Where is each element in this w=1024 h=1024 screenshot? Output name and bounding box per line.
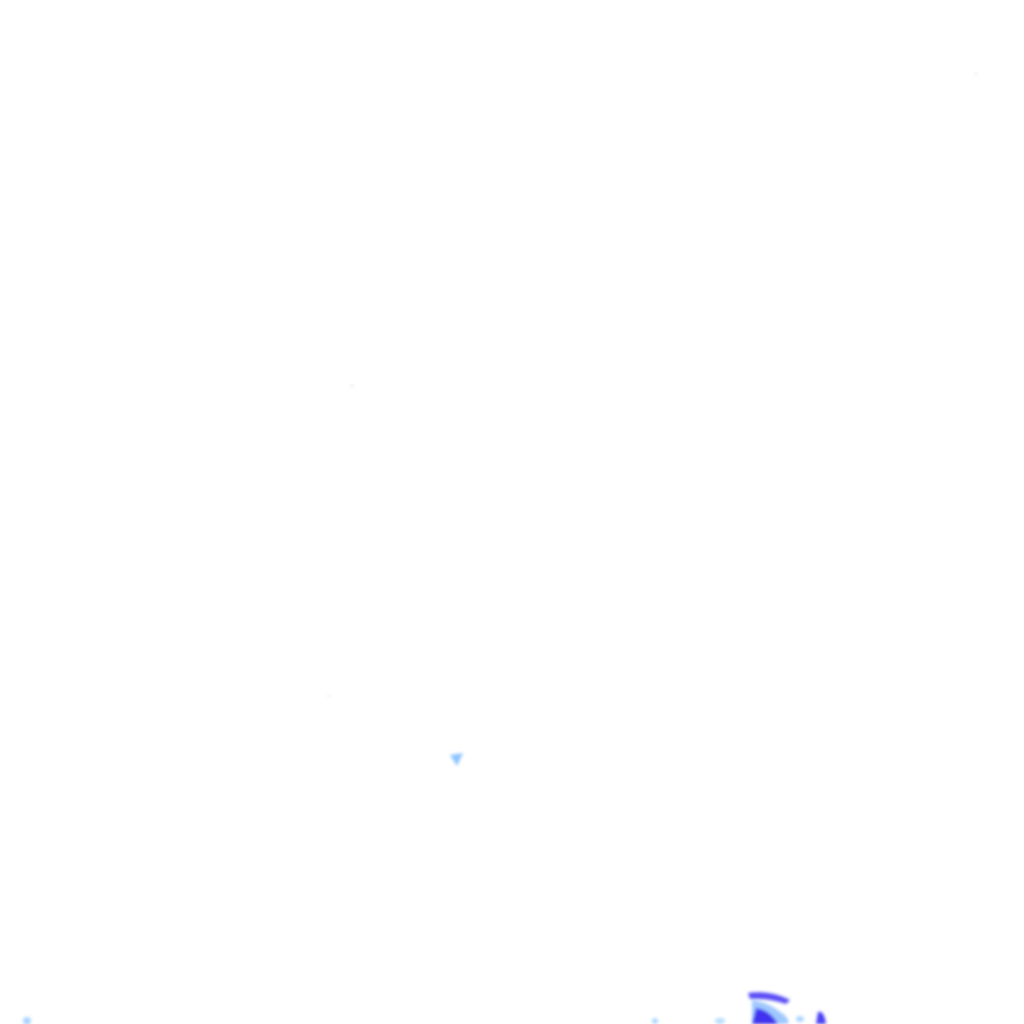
radar-echo-speck <box>351 385 353 387</box>
radar-echo-speck <box>328 695 330 697</box>
radar-echo-band <box>748 992 790 1004</box>
radar-echo-cell <box>450 753 463 766</box>
radar-echo-speck <box>975 73 977 75</box>
radar-echo-cell <box>652 1018 658 1024</box>
radar-echo-cell <box>715 1018 725 1024</box>
radar-echo-cell <box>816 1011 826 1024</box>
radar-echo-cell <box>796 1016 804 1022</box>
radar-echo-cell <box>23 1017 31 1024</box>
radar-echo-cell <box>752 1008 778 1024</box>
